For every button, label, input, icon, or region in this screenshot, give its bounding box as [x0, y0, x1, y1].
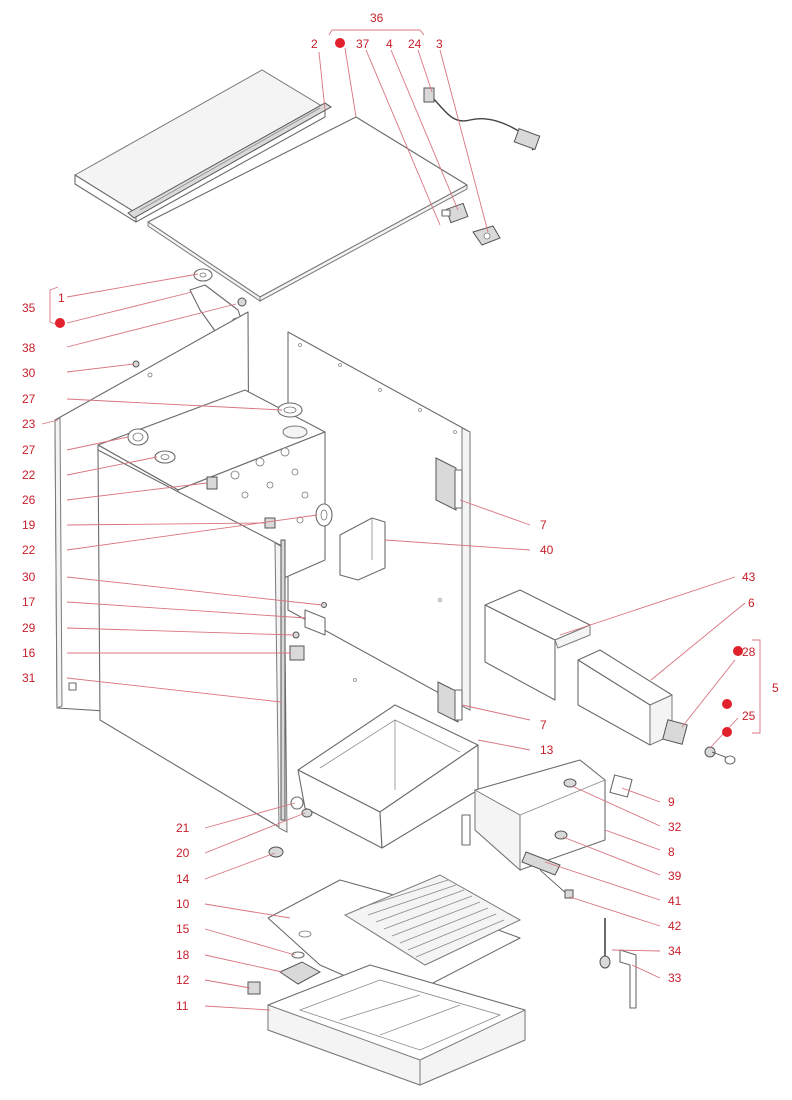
callout-42: 42	[668, 919, 682, 933]
callout-12: 12	[176, 973, 190, 987]
top-panel	[147, 116, 468, 302]
callout-11: 11	[176, 999, 189, 1013]
marker-dot-5	[733, 646, 743, 656]
callout-43: 43	[742, 570, 756, 584]
callout-19: 19	[22, 518, 36, 532]
callout-38: 38	[22, 341, 36, 355]
sensor-28	[662, 719, 688, 745]
brew-unit-8	[461, 759, 606, 872]
bracket-33	[619, 949, 637, 1009]
washer-1	[193, 268, 213, 282]
callout-9: 9	[668, 795, 675, 809]
leader-lines	[41, 29, 761, 1011]
callout-5: 5	[772, 681, 779, 695]
callout-1: 1	[58, 291, 65, 305]
probe-34	[599, 918, 611, 969]
callout-27b: 27	[22, 443, 36, 457]
oring-15	[291, 951, 305, 959]
bracket-43	[484, 589, 591, 701]
plug-20	[301, 808, 313, 818]
bushing-22-lower	[315, 503, 333, 527]
float-18	[278, 961, 322, 985]
callout-29: 29	[22, 621, 36, 635]
callout-40: 40	[540, 543, 554, 557]
foot-14	[268, 846, 284, 858]
callout-7a: 7	[540, 518, 547, 532]
callout-32: 32	[668, 820, 682, 834]
bushing-21	[290, 796, 304, 810]
callout-33: 33	[668, 971, 682, 985]
callout-18: 18	[176, 948, 190, 962]
marker-dot-top	[335, 38, 345, 48]
callout-16: 16	[22, 646, 36, 660]
callout-4: 4	[386, 37, 393, 51]
connector-41	[521, 851, 561, 876]
air-duct-40	[339, 517, 386, 581]
callout-31: 31	[22, 671, 36, 685]
callout-7b: 7	[540, 718, 547, 732]
callout-41: 41	[668, 894, 682, 908]
callout-30a: 30	[22, 366, 36, 380]
callout-27a: 27	[22, 392, 36, 406]
callout-10: 10	[176, 897, 190, 911]
hinge-7-upper	[435, 457, 463, 511]
callout-35: 35	[22, 301, 36, 315]
callout-14: 14	[176, 872, 190, 886]
callout-28: 28	[742, 645, 756, 659]
callout-20: 20	[176, 846, 190, 860]
callout-13: 13	[540, 743, 554, 757]
callout-23: 23	[22, 417, 36, 431]
switch-actuator-3	[472, 225, 501, 246]
callout-26: 26	[22, 493, 36, 507]
drip-tray-13	[297, 704, 479, 849]
callout-34: 34	[668, 944, 682, 958]
callout-labels: 36 2 37 4 24 3 35 1 38 30 27 23 27 22 26…	[22, 11, 779, 1013]
callout-17: 17	[22, 595, 36, 609]
hinge-7-lower	[437, 681, 463, 723]
cable-42	[539, 869, 574, 899]
callout-37: 37	[356, 37, 370, 51]
hinge-strip	[127, 102, 332, 219]
callout-3: 3	[436, 37, 443, 51]
probe-25	[704, 746, 736, 765]
callout-30b: 30	[22, 570, 36, 584]
callout-25: 25	[742, 709, 756, 723]
callout-15: 15	[176, 922, 190, 936]
container-6	[577, 649, 673, 746]
wiring-harness-24	[423, 87, 541, 151]
callout-2: 2	[311, 37, 318, 51]
seal-strip-31	[280, 539, 286, 821]
callout-36: 36	[370, 11, 384, 25]
screw-30-lower	[321, 602, 327, 608]
callout-39: 39	[668, 869, 682, 883]
latch-16	[289, 645, 305, 661]
cover-9	[609, 774, 633, 798]
bracket-17	[304, 609, 326, 636]
grill-plate-10	[267, 874, 522, 1001]
micro-switch-37	[441, 202, 469, 224]
bushing-22-upper	[154, 450, 176, 464]
base-tray-11	[267, 964, 526, 1086]
callout-21: 21	[176, 821, 190, 835]
sensor-19	[264, 517, 276, 529]
grommet-27-lower	[127, 428, 149, 446]
callout-22a: 22	[22, 468, 36, 482]
marker-dot-25b	[722, 727, 732, 737]
marker-dot-35	[55, 318, 65, 328]
clip-26	[206, 476, 218, 490]
callout-24: 24	[408, 37, 422, 51]
callout-22b: 22	[22, 543, 36, 557]
marker-dot-25a	[722, 699, 732, 709]
callout-6: 6	[748, 596, 755, 610]
callout-8: 8	[668, 845, 675, 859]
